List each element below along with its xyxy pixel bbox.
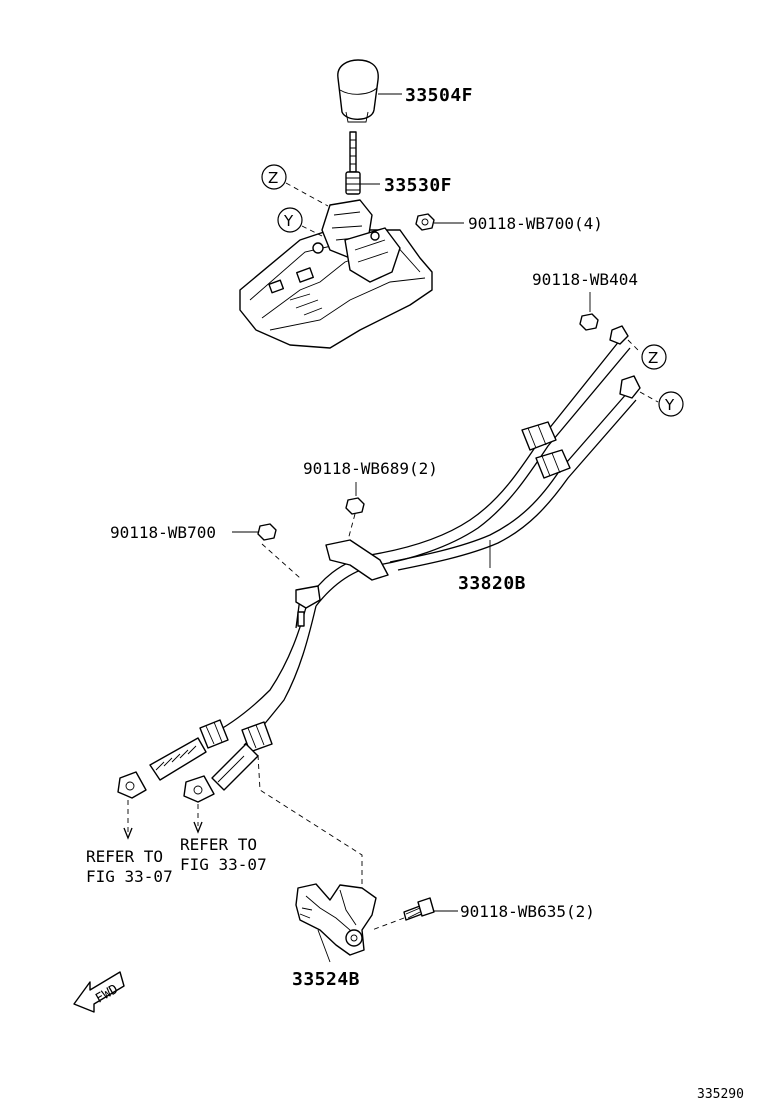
nut-cable-end (579, 313, 599, 331)
figure-id: 335290 (697, 1087, 744, 1102)
label-33530f: 33530F (384, 175, 452, 196)
shift-lever-rod (345, 131, 361, 195)
shift-knob (337, 59, 379, 123)
arrow-refer-right (193, 821, 203, 834)
label-33820b: 33820B (458, 573, 526, 594)
fwd-arrow-icon: FWD (73, 971, 125, 1013)
marker-y-lower: Y (658, 391, 684, 417)
leader-nut-mid-dash (347, 513, 356, 541)
svg-text:Z: Z (648, 349, 658, 367)
nut-left (257, 523, 277, 541)
leader-cable-to-bracket (257, 754, 363, 895)
svg-text:Y: Y (664, 396, 675, 414)
label-90118-wb404: 90118-WB404 (532, 270, 638, 289)
label-90118-wb689-2: 90118-WB689(2) (303, 459, 438, 478)
nut-mid (345, 497, 365, 515)
label-90118-wb700-4: 90118-WB700(4) (468, 214, 603, 233)
leader-nut-left-dash (261, 543, 301, 579)
label-33524b: 33524B (292, 969, 360, 990)
label-90118-wb635-2: 90118-WB635(2) (460, 902, 595, 921)
leader-y-upper (301, 225, 323, 237)
arrow-refer-left (123, 827, 133, 840)
shifter-base-assembly (239, 199, 433, 349)
svg-text:Z: Z (268, 169, 278, 187)
refer-right-line1: REFER TO (180, 835, 257, 854)
label-90118-wb700: 90118-WB700 (110, 523, 216, 542)
marker-z-lower: Z (641, 344, 667, 370)
leader-y-lower (639, 391, 659, 403)
nut-upper (415, 213, 435, 231)
bolt (403, 897, 435, 921)
marker-z-upper: Z (261, 164, 287, 190)
leader-z-upper (285, 182, 329, 207)
leader-z-lower (627, 339, 641, 353)
cable-bracket (295, 883, 377, 956)
shift-cable-assembly (117, 325, 641, 803)
refer-left-line2: FIG 33-07 (86, 867, 173, 886)
svg-text:Y: Y (283, 212, 294, 230)
label-33504f: 33504F (405, 85, 473, 106)
leader-bolt-dash (371, 917, 405, 931)
marker-y-upper: Y (277, 207, 303, 233)
leader-33524b (317, 929, 331, 963)
refer-right-line2: FIG 33-07 (180, 855, 267, 874)
refer-left-line1: REFER TO (86, 847, 163, 866)
